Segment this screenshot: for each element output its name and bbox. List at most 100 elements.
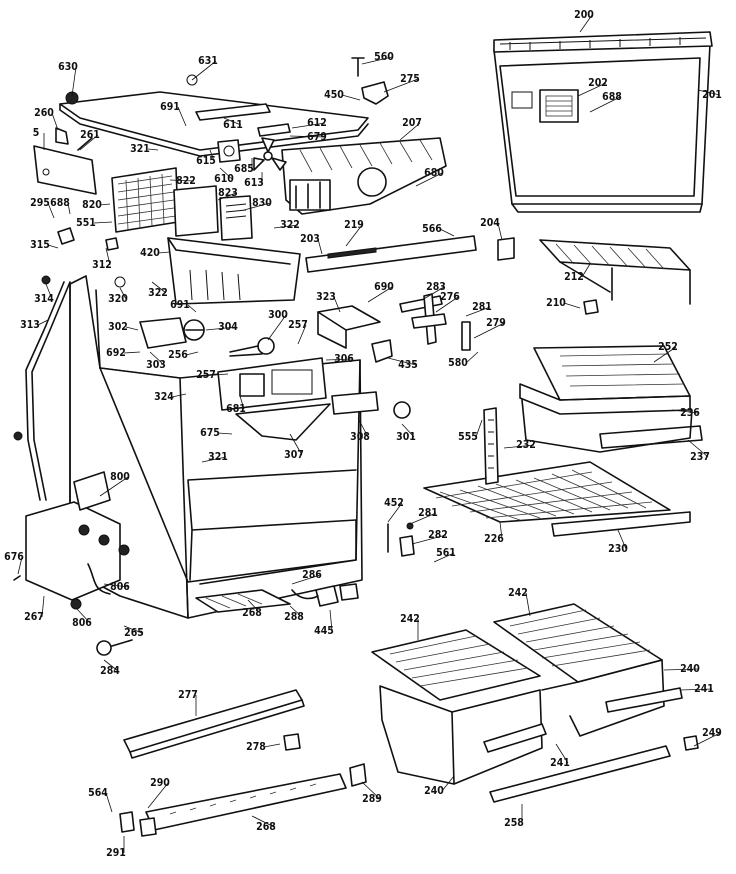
leader-line xyxy=(581,263,591,278)
leader-line xyxy=(123,351,141,354)
part-number-label: 564 xyxy=(88,787,108,799)
leader-line xyxy=(387,357,417,366)
part-number-label: 611 xyxy=(223,119,243,131)
part-number-label: 240 xyxy=(424,785,444,797)
part-number-label: 207 xyxy=(402,117,422,129)
part-number-label: 202 xyxy=(588,77,608,89)
leader-line xyxy=(273,224,299,229)
leader-line xyxy=(525,592,531,617)
part-number-label: 806 xyxy=(110,581,130,593)
leader-line xyxy=(679,688,713,691)
cabinet-top-panel xyxy=(59,91,369,157)
leader-line xyxy=(93,221,113,224)
part-number-label: 690 xyxy=(374,281,394,293)
part-number-label: 265 xyxy=(124,627,144,639)
part-number-label: 580 xyxy=(448,357,468,369)
leader-line xyxy=(589,96,621,113)
part-number-label: 320 xyxy=(108,293,128,305)
leader-line xyxy=(37,319,49,326)
part-number-label: 303 xyxy=(146,359,166,371)
shelf-rail xyxy=(483,407,499,485)
part-number-label: 260 xyxy=(34,107,54,119)
part-number-label: 295 xyxy=(30,197,50,209)
part-number-label: 279 xyxy=(486,317,506,329)
part-number-label: 249 xyxy=(702,727,722,739)
leader-line xyxy=(325,358,353,361)
part-number-label: 560 xyxy=(374,51,394,63)
leader-line xyxy=(433,552,455,563)
part-number-label: 452 xyxy=(384,497,404,509)
part-number-label: 204 xyxy=(480,217,500,229)
part-number-label: 304 xyxy=(218,321,238,333)
part-number-label: 822 xyxy=(176,175,196,187)
fresh-food-shelf xyxy=(423,461,691,537)
part-number-label: 307 xyxy=(284,449,304,461)
leader-line xyxy=(475,419,483,438)
leader-line xyxy=(441,775,455,792)
leader-line xyxy=(71,66,77,97)
part-number-label: 445 xyxy=(314,625,334,637)
part-number-label: 200 xyxy=(574,9,594,21)
part-number-label: 288 xyxy=(284,611,304,623)
part-number-label: 306 xyxy=(334,353,354,365)
leader-line xyxy=(663,668,699,671)
meat-pan-cover xyxy=(519,345,703,453)
leader-line xyxy=(75,607,91,624)
leader-line xyxy=(239,395,245,410)
leader-line xyxy=(383,78,419,93)
control-knob xyxy=(393,401,411,419)
part-number-label: 277 xyxy=(178,689,198,701)
part-number-label: 675 xyxy=(200,427,220,439)
leader-line xyxy=(435,296,459,313)
leader-line xyxy=(291,122,326,129)
leader-line xyxy=(289,605,303,618)
hinge-bracket-assembly xyxy=(399,293,471,351)
leader-line xyxy=(263,743,281,748)
leader-line xyxy=(47,244,59,249)
part-number-label: 236 xyxy=(680,407,700,419)
part-number-label: 237 xyxy=(690,451,710,463)
door-panel xyxy=(493,31,713,213)
center-hinge xyxy=(497,237,515,261)
part-number-label: 681 xyxy=(226,403,246,415)
leader-line xyxy=(617,529,627,550)
leader-line xyxy=(411,534,447,545)
leader-line xyxy=(497,222,503,241)
part-number-label: 308 xyxy=(350,431,370,443)
fan-blade xyxy=(253,137,287,171)
leader-line xyxy=(357,417,369,438)
leader-line xyxy=(399,122,421,141)
leader-line xyxy=(187,304,197,313)
leader-line xyxy=(201,456,227,463)
part-number-label: 289 xyxy=(362,793,382,805)
part-number-label: 252 xyxy=(658,341,678,353)
part-number-label: 800 xyxy=(110,471,130,483)
leader-line xyxy=(361,781,381,800)
leader-line xyxy=(79,134,99,151)
crisper-left xyxy=(371,629,547,785)
fan-motor xyxy=(217,139,241,163)
part-number-label: 258 xyxy=(504,817,524,829)
side-control-plate xyxy=(33,127,97,195)
leader-line xyxy=(555,743,569,764)
leader-line xyxy=(205,326,237,331)
part-number-label: 823 xyxy=(218,187,238,199)
part-number-label: 321 xyxy=(130,143,150,155)
toe-grille xyxy=(145,773,347,831)
drain-tube xyxy=(25,281,71,501)
part-number-label: 241 xyxy=(694,683,714,695)
leader-line xyxy=(157,251,171,254)
leader-line xyxy=(387,502,403,523)
part-number-label: 630 xyxy=(58,61,78,73)
leader-line xyxy=(217,432,233,435)
leader-line xyxy=(289,135,326,138)
leader-line xyxy=(47,202,55,219)
part-number-label: 679 xyxy=(307,131,327,143)
evaporator-housing xyxy=(281,137,447,215)
part-number-label: 281 xyxy=(418,507,438,519)
thermostat-control xyxy=(139,317,205,349)
crisper-rail xyxy=(489,745,671,803)
part-number-label: 267 xyxy=(24,611,44,623)
part-number-label: 315 xyxy=(30,239,50,251)
leader-line xyxy=(217,192,237,201)
